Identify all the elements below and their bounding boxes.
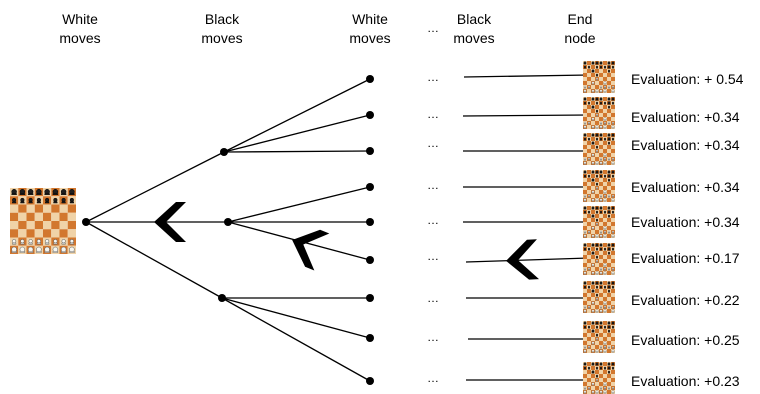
best-line-arrows (154, 202, 540, 280)
header-text: White (352, 11, 388, 27)
black-move-node-1 (220, 148, 228, 156)
white-move-node-2 (366, 111, 374, 119)
header-black-moves-2: Black moves (446, 10, 502, 48)
evaluation-label-5: Evaluation: +0.34 (631, 214, 740, 230)
ellipsis-6: … (427, 249, 439, 263)
white-move-node-6 (366, 256, 374, 264)
white-move-node-1 (366, 75, 374, 83)
edge-black-1-to-white-1 (223, 78, 371, 153)
ellipsis-4: … (427, 178, 439, 192)
tree-nodes (82, 71, 593, 385)
white-move-node-7 (366, 294, 374, 302)
evaluation-label-9: Evaluation: +0.23 (631, 373, 740, 389)
ellipsis-3: … (427, 136, 439, 150)
end-node-chessboard-1 (583, 61, 615, 93)
ellipsis-5: … (427, 213, 439, 227)
white-move-node-5 (366, 218, 374, 226)
white-move-node-3 (366, 147, 374, 155)
evaluation-label-7: Evaluation: +0.22 (631, 292, 740, 308)
root-node (82, 218, 90, 226)
header-text: moves (59, 30, 101, 46)
root-chessboard (10, 188, 76, 254)
end-node-chessboard-5 (583, 206, 615, 238)
edge-black-1-to-white-3 (223, 150, 371, 153)
edge-black-3-to-white-9 (221, 297, 371, 382)
black-move-node-3 (218, 294, 226, 302)
header-text: moves (201, 30, 243, 46)
header-text: Black (204, 11, 240, 27)
chevron-arrow-left-icon (154, 202, 186, 242)
end-node-chessboard-9 (583, 362, 615, 394)
ellipsis-7: … (427, 291, 439, 305)
white-move-node-8 (366, 334, 374, 342)
edge-root-to-black-1 (85, 151, 225, 223)
evaluation-label-1: Evaluation: + 0.54 (631, 71, 744, 87)
edge-root-to-black-3 (85, 221, 223, 299)
header-text: moves (349, 30, 391, 46)
edge-to-end-node-1 (463, 74, 590, 78)
edge-to-end-node-6 (465, 257, 590, 263)
ellipsis-1: … (427, 70, 439, 84)
edge-black-2-to-white-4 (227, 186, 371, 223)
edge-black-1-to-white-2 (223, 114, 371, 153)
end-node-chessboard-4 (583, 170, 615, 202)
header-ellipsis: … (427, 21, 439, 35)
evaluation-label-8: Evaluation: +0.25 (631, 332, 740, 348)
white-move-node-9 (366, 377, 374, 385)
ellipsis-8: … (427, 330, 439, 344)
chevron-arrow-left-icon (506, 239, 540, 280)
ellipsis-9: … (427, 371, 439, 385)
header-white-moves-1: White moves (52, 10, 108, 48)
header-text: moves (453, 30, 495, 46)
evaluation-label-4: Evaluation: +0.34 (631, 179, 740, 195)
header-black-moves-1: Black moves (194, 10, 250, 48)
evaluation-label-3: Evaluation: +0.34 (631, 137, 740, 153)
end-node-chessboard-8 (583, 321, 615, 353)
edge-to-end-node-2 (462, 114, 590, 117)
ellipsis-2: … (427, 107, 439, 121)
header-text: White (62, 11, 98, 27)
evaluation-label-2: Evaluation: +0.34 (631, 109, 740, 125)
header-text: node (564, 30, 596, 46)
chevron-arrow-left-icon (292, 229, 330, 271)
end-node-chessboard-3 (583, 133, 615, 165)
header-text: End (567, 11, 593, 27)
end-node-chessboard-6 (583, 243, 615, 275)
end-node-chessboard-2 (583, 97, 615, 129)
black-move-node-2 (224, 218, 232, 226)
header-end-node: End node (552, 10, 608, 48)
evaluation-label-6: Evaluation: +0.17 (631, 250, 740, 266)
header-white-moves-2: White moves (342, 10, 398, 48)
edge-black-3-to-white-8 (221, 297, 371, 339)
tree-edges (85, 74, 590, 382)
end-node-chessboard-7 (583, 281, 615, 313)
header-text: Black (456, 11, 492, 27)
white-move-node-4 (366, 183, 374, 191)
